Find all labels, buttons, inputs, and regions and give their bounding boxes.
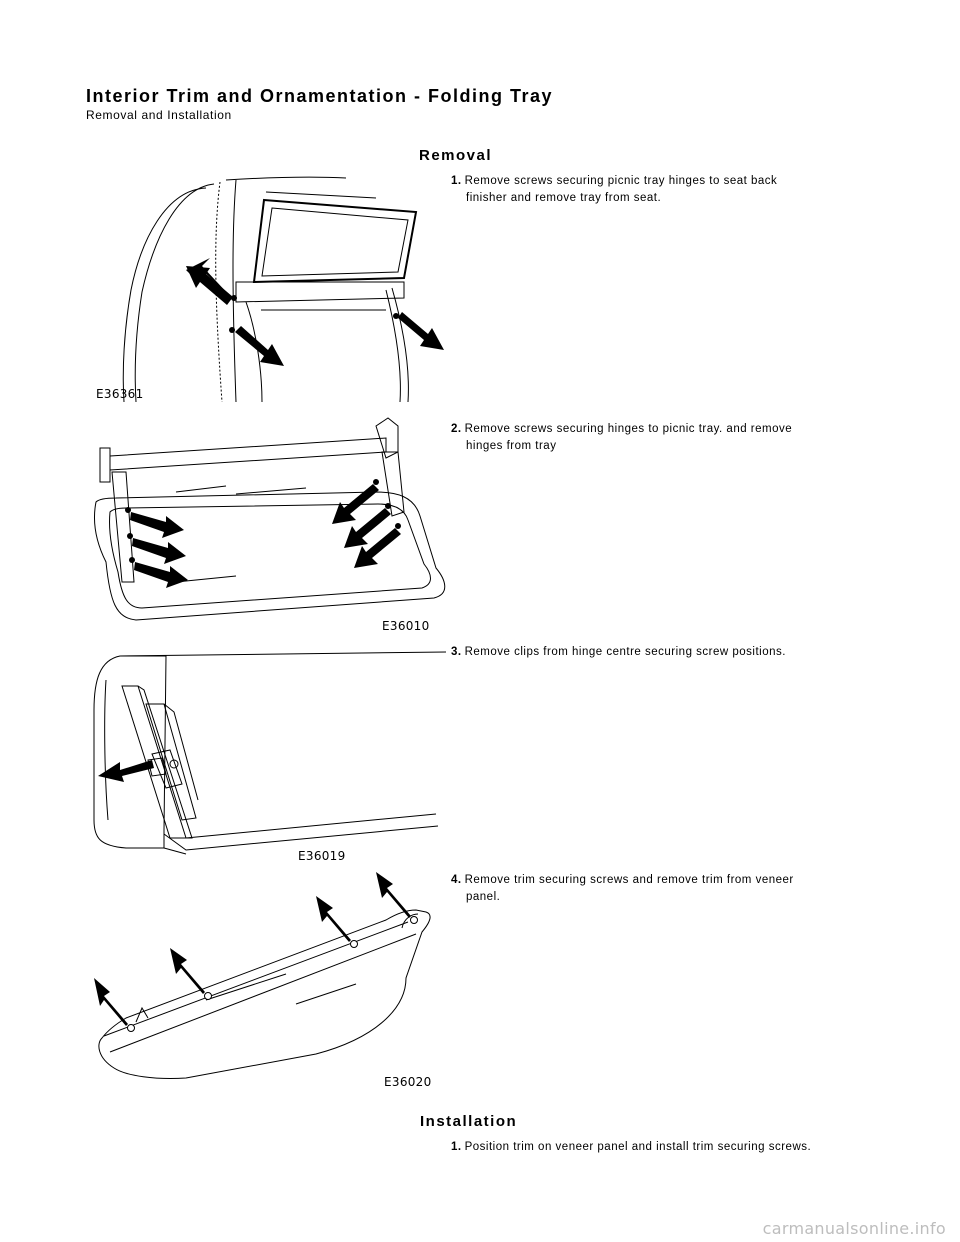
step-number: 4. xyxy=(451,874,462,886)
figure-e36019: E36019 xyxy=(86,650,446,870)
veneer-trim-illustration: E36020 xyxy=(94,872,432,1089)
removal-heading: Removal xyxy=(419,147,493,164)
step-text: Remove screws securing picnic tray hinge… xyxy=(464,175,778,187)
removal-step-4: 4.Remove trim securing screws and remove… xyxy=(451,872,871,906)
installation-step-1: 1.Position trim on veneer panel and inst… xyxy=(451,1139,871,1156)
step-text-continued: panel. xyxy=(466,891,501,903)
figure-code: E36010 xyxy=(382,619,430,633)
step-text: Remove trim securing screws and remove t… xyxy=(464,874,794,886)
figure-e36020: E36020 xyxy=(86,868,446,1096)
tray-hinges-illustration: E36010 xyxy=(93,417,446,633)
figure-code: E36019 xyxy=(298,849,346,863)
step-number: 1. xyxy=(451,1141,462,1153)
seat-back-tray-illustration: E36361 xyxy=(96,176,444,403)
watermark: carmanualsonline.info xyxy=(762,1219,946,1238)
figure-e36010: E36010 xyxy=(86,412,446,640)
removal-step-2: 2.Remove screws securing hinges to picni… xyxy=(451,421,871,455)
installation-heading: Installation xyxy=(420,1113,518,1130)
step-text: Remove screws securing hinges to picnic … xyxy=(464,423,793,435)
figure-e36361: E36361 xyxy=(86,170,446,406)
step-number: 1. xyxy=(451,175,462,187)
step-text: Remove clips from hinge centre securing … xyxy=(464,646,786,658)
step-number: 2. xyxy=(451,423,462,435)
page-subtitle: Removal and Installation xyxy=(86,108,232,122)
step-text-continued: hinges from tray xyxy=(466,440,557,452)
removal-step-3: 3.Remove clips from hinge centre securin… xyxy=(451,644,871,661)
hinge-clip-illustration: E36019 xyxy=(93,651,446,863)
figure-code: E36361 xyxy=(96,387,144,401)
step-number: 3. xyxy=(451,646,462,658)
removal-step-1: 1.Remove screws securing picnic tray hin… xyxy=(451,173,871,207)
step-text: Position trim on veneer panel and instal… xyxy=(464,1141,812,1153)
step-text-continued: finisher and remove tray from seat. xyxy=(466,192,662,204)
page-title: Interior Trim and Ornamentation - Foldin… xyxy=(86,86,554,106)
figure-code: E36020 xyxy=(384,1075,432,1089)
